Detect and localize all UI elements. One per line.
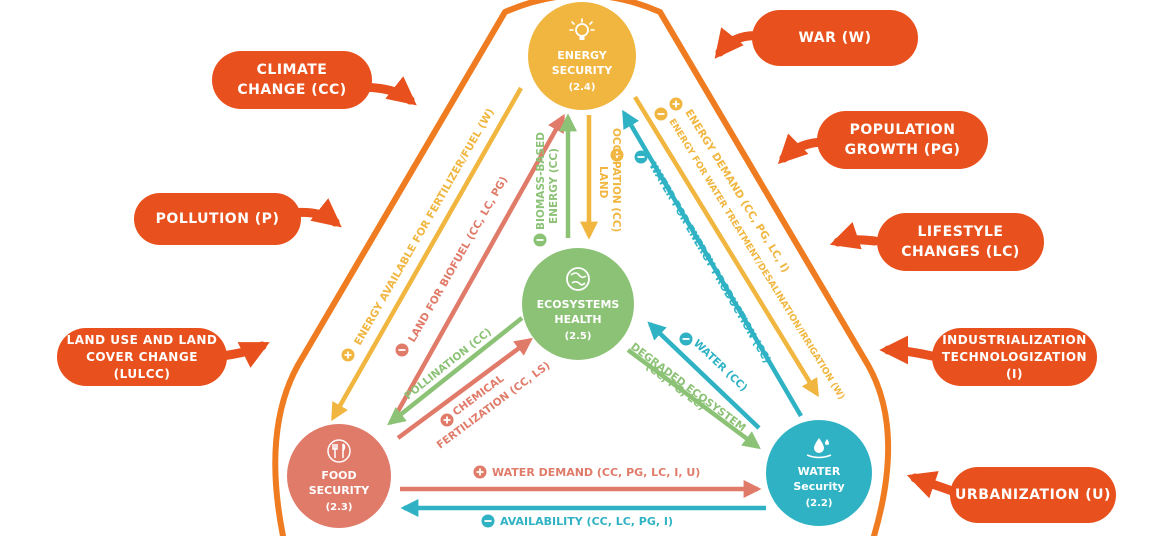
node-water-security: WATER Security (2.2) [766, 420, 872, 526]
driver-lifestyle-label: LIFESTYLE CHANGES (LC) [901, 224, 1020, 260]
node-water-title: WATER Security [793, 464, 845, 493]
driver-urbanization-label: URBANIZATION (U) [955, 487, 1111, 503]
driver-industrialization: INDUSTRIALIZATION TECHNOLOGIZATION (I) [932, 328, 1097, 386]
water-drop-icon [806, 437, 832, 458]
node-ecosystems-title: ECOSYSTEMS HEALTH [536, 297, 620, 326]
driver-pollution: POLLUTION (P) [134, 193, 301, 245]
node-water-code: (2.2) [805, 497, 833, 509]
arrow-energy-to-food [331, 86, 523, 422]
node-ecosystems-health: ECOSYSTEMS HEALTH (2.5) [522, 248, 634, 360]
plus-badge-icon [473, 465, 487, 479]
flow-label-biomass-line1: BIOMASS-BASED [535, 132, 547, 230]
driver-war: WAR (W) [752, 10, 918, 66]
minus-badge-icon [533, 233, 547, 247]
sign-badges [341, 97, 693, 528]
driver-war-label: WAR (W) [798, 30, 872, 46]
arrow-food-to-eco [396, 337, 533, 440]
flow-label-biomass-line2: ENERGY (CC) [548, 148, 560, 224]
driver-urbanization: URBANIZATION (U) [950, 467, 1116, 523]
driver-lifestyle-changes: LIFESTYLE CHANGES (LC) [877, 213, 1044, 271]
node-food-code: (2.3) [325, 501, 353, 513]
arrow-food-to-energy [391, 113, 565, 422]
arrow-eco-to-water [626, 348, 761, 450]
driver-industrial-label: INDUSTRIALIZATION TECHNOLOGIZATION (I) [941, 332, 1088, 381]
minus-badge-icon [679, 332, 693, 346]
arrow-eco-to-food [387, 316, 524, 426]
flow-label-water-demand: WATER DEMAND (CC, PG, LC, I, U) [492, 466, 700, 479]
minus-badge-icon [634, 150, 648, 164]
driver-land-use: LAND USE AND LAND COVER CHANGE (LULCC) [57, 328, 227, 386]
flow-arrows [331, 86, 819, 517]
driver-pollution-label: POLLUTION (P) [155, 211, 280, 227]
arrow-water-to-energy [622, 109, 803, 418]
lightbulb-icon [569, 17, 595, 40]
plus-badge-icon [669, 97, 683, 111]
triangle-border [272, 0, 892, 536]
flow-label-degraded-line1: DEGRADED ECOSYSTEM [628, 341, 748, 434]
minus-badge-icon [481, 514, 495, 528]
fork-knife-icon [327, 438, 351, 463]
minus-badge-icon [395, 343, 409, 357]
plus-badge-icon [341, 348, 355, 362]
driver-landuse-label: LAND USE AND LAND COVER CHANGE (LULCC) [66, 332, 218, 381]
driver-climate-label: CLIMATE CHANGE (CC) [237, 62, 347, 98]
flow-label-availability: AVAILABILITY (CC, LC, PG, I) [500, 515, 673, 528]
flow-label-water-cc: WATER (CC) [691, 337, 750, 394]
arrow-energy-to-water [633, 95, 819, 398]
node-energy-title: ENERGY SECURITY [551, 48, 613, 77]
driver-population-label: POPULATION GROWTH (PG) [844, 122, 961, 158]
node-energy-security: ENERGY SECURITY (2.4) [528, 2, 636, 110]
plus-badge-icon [440, 413, 454, 427]
minus-badge-icon [654, 107, 668, 121]
node-ecosystems-code: (2.5) [564, 330, 592, 342]
flow-label-land-occ-line1: LAND [597, 166, 609, 199]
driver-population-growth: POPULATION GROWTH (PG) [817, 111, 988, 169]
node-energy-code: (2.4) [568, 81, 596, 93]
flow-label-land-occ-line2: OCCUPATION (CC) [610, 128, 622, 232]
globe-icon [566, 266, 590, 291]
arrow-water-to-eco [647, 321, 761, 430]
node-food-security: FOOD SECURITY (2.3) [287, 424, 391, 528]
node-food-title: FOOD SECURITY [308, 468, 370, 497]
driver-climate-change: CLIMATE CHANGE (CC) [212, 51, 372, 109]
flow-label-energy-water: ENERGY FOR WATER TREATMENT/DESALINATION/… [666, 117, 846, 401]
plus-badge-icon [610, 148, 624, 162]
